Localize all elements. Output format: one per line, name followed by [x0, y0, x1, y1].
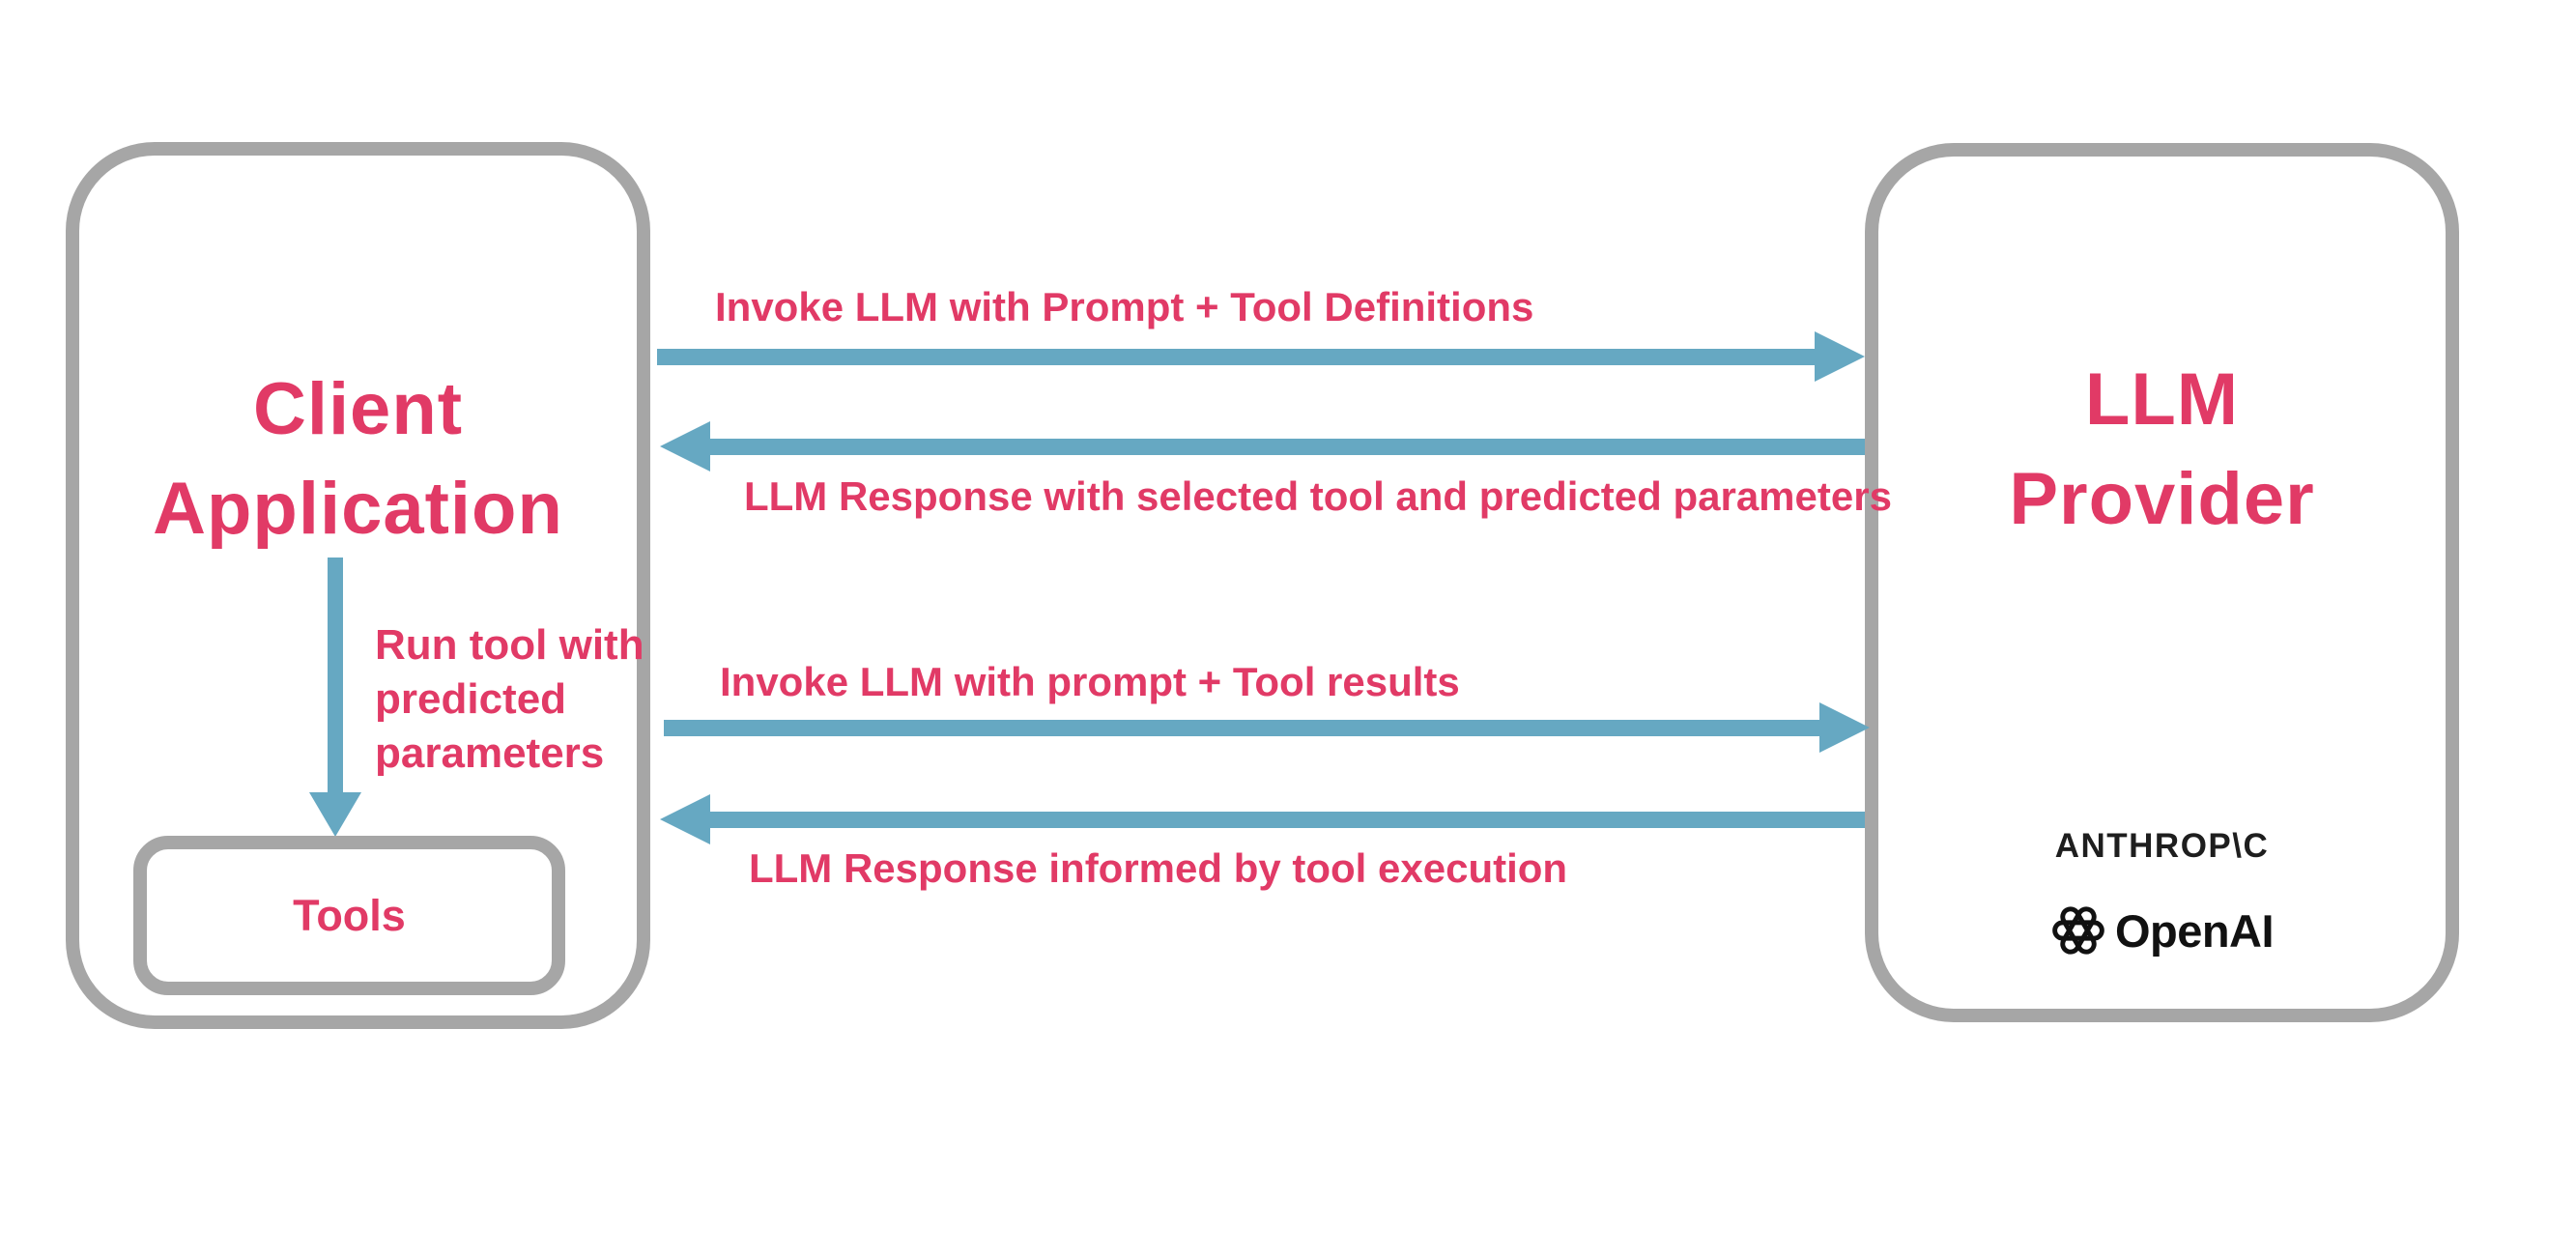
run-tool-label: Run tool with predicted parameters: [375, 621, 644, 777]
response-arrow-informed: [660, 794, 1865, 844]
request-arrow-prompt-tool-definitions: [657, 331, 1865, 382]
client-title-line1: Client: [252, 368, 464, 450]
arrow-right-icon: [1819, 702, 1870, 753]
provider-title-line2: Provider: [2009, 458, 2315, 540]
tools-box: Tools: [133, 836, 565, 995]
llm-provider-title: LLM Provider: [1865, 350, 2459, 549]
request-arrow-tool-results: [664, 702, 1870, 753]
run-tool-arrow-body: [328, 558, 343, 794]
anthropic-logo: ANTHROP\C: [2054, 827, 2270, 865]
arrow-left-icon: [660, 794, 710, 844]
arrow-right-icon: [1815, 331, 1865, 382]
arrow-body: [664, 720, 1819, 736]
arrow-body: [657, 349, 1815, 365]
provider-title-line1: LLM: [2084, 358, 2240, 441]
openai-logo: OpenAI: [1865, 899, 2459, 962]
tools-label: Tools: [293, 890, 406, 940]
arrow-body: [710, 439, 1865, 455]
arrow-down-icon: [309, 792, 361, 837]
flow-label-response-selected-tool: LLM Response with selected tool and pred…: [744, 473, 1892, 519]
arrow-body: [710, 812, 1865, 828]
arrow-left-icon: [660, 421, 710, 472]
llm-provider-box: [1865, 143, 2459, 1022]
flow-label-response-informed: LLM Response informed by tool execution: [749, 845, 1568, 891]
response-arrow-selected-tool: [660, 421, 1865, 472]
client-title-line2: Application: [153, 468, 563, 550]
openai-wordmark: OpenAI: [2114, 904, 2275, 957]
openai-flower-icon: [2052, 906, 2104, 955]
run-tool-arrow: [309, 558, 361, 837]
flow-label-invoke-results: Invoke LLM with prompt + Tool results: [720, 659, 1460, 704]
client-application-title: Client Application: [66, 359, 650, 558]
flow-label-invoke-definitions: Invoke LLM with Prompt + Tool Definition…: [715, 284, 1534, 329]
